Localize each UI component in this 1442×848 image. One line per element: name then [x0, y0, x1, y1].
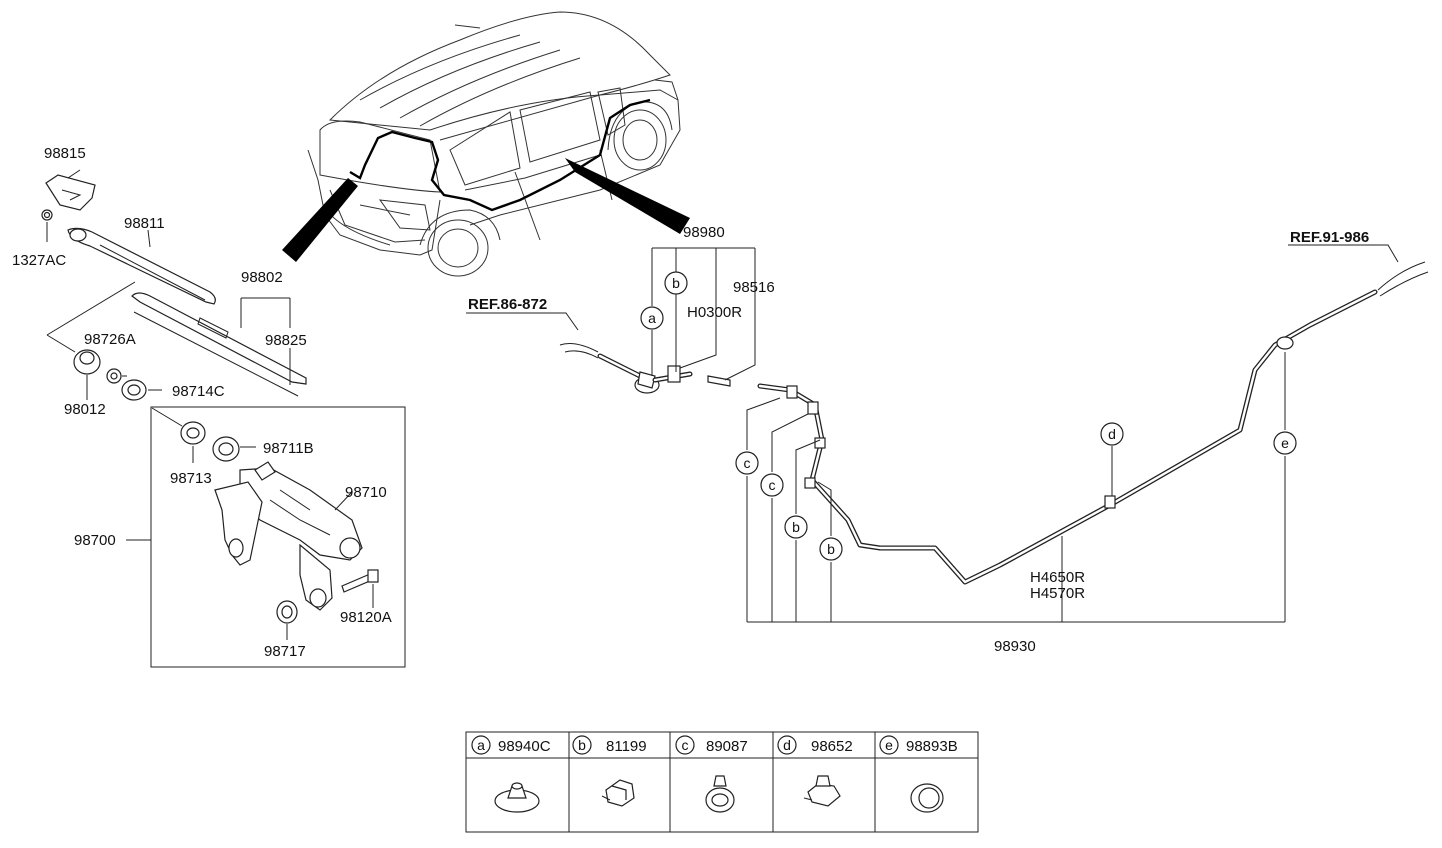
callout-markers: a b c c b b d e — [640, 271, 1297, 561]
label-1327AC: 1327AC — [12, 252, 66, 269]
legend-letter-a: a — [477, 737, 485, 753]
wiper-arm-assembly — [41, 169, 307, 401]
clip-81199-icon — [601, 779, 635, 807]
legend-part-d: 98652 — [811, 738, 853, 755]
label-98516: 98516 — [733, 279, 775, 296]
ref-91-986[interactable]: REF.91-986 — [1290, 229, 1369, 246]
label-98717: 98717 — [264, 643, 306, 660]
callout-b-2: b — [827, 541, 835, 557]
part-labels: 98815 1327AC 98811 98802 98825 98726A 98… — [12, 145, 1369, 660]
callout-a: a — [648, 310, 656, 326]
clip-98652-icon — [803, 775, 841, 807]
label-H0300R: H0300R — [687, 304, 742, 321]
legend-part-e: 98893B — [906, 738, 958, 755]
legend-letter-c: c — [682, 737, 689, 753]
label-98980: 98980 — [683, 224, 725, 241]
label-98815: 98815 — [44, 145, 86, 162]
label-98700: 98700 — [74, 532, 116, 549]
hose-clamp-89087-icon — [705, 775, 735, 813]
legend-letter-b: b — [578, 737, 586, 753]
washer-hose-system — [466, 244, 1429, 623]
label-98726A: 98726A — [84, 331, 136, 348]
callout-e: e — [1281, 435, 1289, 451]
callout-d: d — [1108, 426, 1116, 442]
legend-part-c: 89087 — [706, 738, 748, 755]
plug-98893B-icon — [910, 783, 944, 813]
label-98710: 98710 — [345, 484, 387, 501]
label-98713: 98713 — [170, 470, 212, 487]
motor-assembly-box — [150, 406, 406, 668]
label-98811: 98811 — [124, 215, 165, 232]
callout-c-2: c — [769, 477, 776, 493]
label-98711B: 98711B — [263, 440, 314, 457]
label-98012: 98012 — [64, 401, 106, 418]
callout-b-top: b — [672, 275, 680, 291]
legend-part-a: 98940C — [498, 738, 551, 755]
grommet-98940C-icon — [494, 782, 540, 813]
legend-letter-d: d — [783, 737, 791, 753]
label-98802: 98802 — [241, 269, 283, 286]
wiper-motor-assembly — [126, 406, 406, 668]
vehicle-illustration — [282, 11, 690, 277]
legend-part-b: 81199 — [606, 738, 647, 755]
label-98120A: 98120A — [340, 609, 392, 626]
ref-86-872[interactable]: REF.86-872 — [468, 296, 547, 313]
label-98930: 98930 — [994, 638, 1036, 655]
wiper-blade-98825 — [131, 292, 307, 385]
label-H4570R: H4570R — [1030, 585, 1085, 602]
callout-c-1: c — [744, 455, 751, 471]
label-98714C: 98714C — [172, 383, 225, 400]
clip-legend-table: a 98940C b 81199 c 89087 d 98652 e 98893… — [465, 731, 979, 833]
legend-letter-e: e — [885, 737, 893, 753]
label-H4650R: H4650R — [1030, 569, 1085, 586]
label-98825: 98825 — [265, 332, 307, 349]
callout-b-1: b — [792, 519, 800, 535]
